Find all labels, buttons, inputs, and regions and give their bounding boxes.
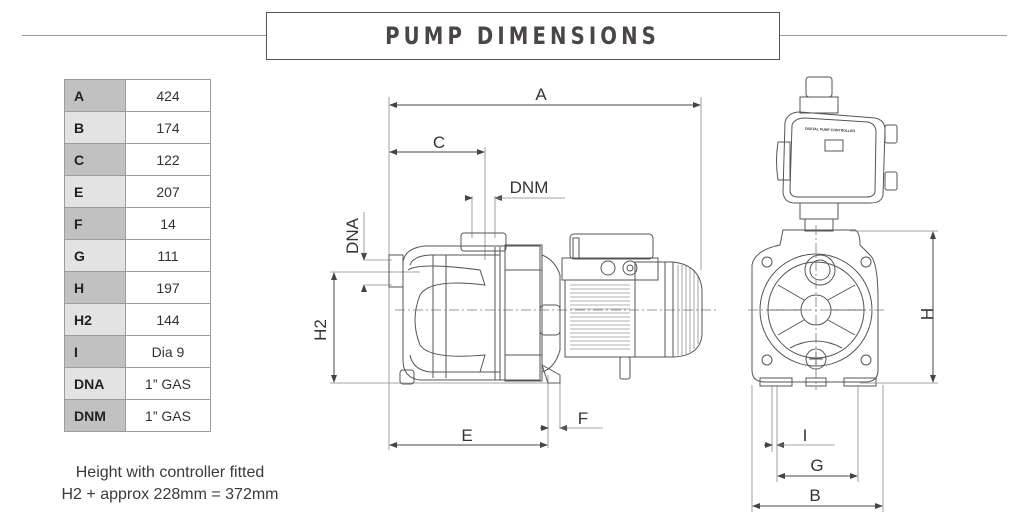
motor-side <box>561 233 703 380</box>
label-a: A <box>535 85 547 104</box>
dimension-value: 174 <box>125 111 211 144</box>
dimension-value: 207 <box>125 175 211 208</box>
controller-height-note: Height with controller fitted H2 + appro… <box>30 462 310 506</box>
controller-label: DIGITAL PUMP CONTROLLER <box>805 127 856 134</box>
note-line-2: H2 + approx 228mm = 372mm <box>61 486 279 503</box>
dimension-value: 1” GAS <box>125 399 211 432</box>
header-rule-left <box>22 35 272 36</box>
dimension-key: G <box>64 239 126 272</box>
dimension-value: 1” GAS <box>125 367 211 400</box>
dimension-value: 197 <box>125 271 211 304</box>
header-rule-right <box>765 35 1007 36</box>
dimension-value: 424 <box>125 79 211 112</box>
pump-body-front <box>751 229 879 387</box>
pump-body-side <box>388 232 561 385</box>
dimension-key: A <box>64 79 126 112</box>
side-view <box>330 97 718 450</box>
dimension-value: Dia 9 <box>125 335 211 368</box>
pump-controller <box>776 76 898 232</box>
fan-cover-ribs <box>677 265 699 355</box>
label-f: F <box>578 409 588 428</box>
label-c: C <box>433 133 445 152</box>
label-dna: DNA <box>343 217 362 254</box>
dimension-key: B <box>64 111 126 144</box>
dimension-key: H <box>64 271 126 304</box>
dimension-value: 144 <box>125 303 211 336</box>
dimension-key: F <box>64 207 126 240</box>
front-view <box>748 76 938 512</box>
title-box: PUMP DIMENSIONS <box>266 12 780 60</box>
dimension-key: E <box>64 175 126 208</box>
dimension-key: DNM <box>64 399 126 432</box>
dimension-value: 111 <box>125 239 211 272</box>
motor-fins <box>570 284 630 350</box>
dimension-key: H2 <box>64 303 126 336</box>
dimension-value: 122 <box>125 143 211 176</box>
label-dnm: DNM <box>510 178 549 197</box>
dimension-key: C <box>64 143 126 176</box>
note-line-1: Height with controller fitted <box>75 464 265 481</box>
label-b: B <box>809 486 820 505</box>
label-g: G <box>810 456 823 475</box>
label-e: E <box>461 426 472 445</box>
label-i: I <box>803 426 808 445</box>
page-title: PUMP DIMENSIONS <box>385 22 661 50</box>
label-h2: H2 <box>311 319 330 341</box>
dimension-key: DNA <box>64 367 126 400</box>
label-h: H <box>917 308 936 320</box>
